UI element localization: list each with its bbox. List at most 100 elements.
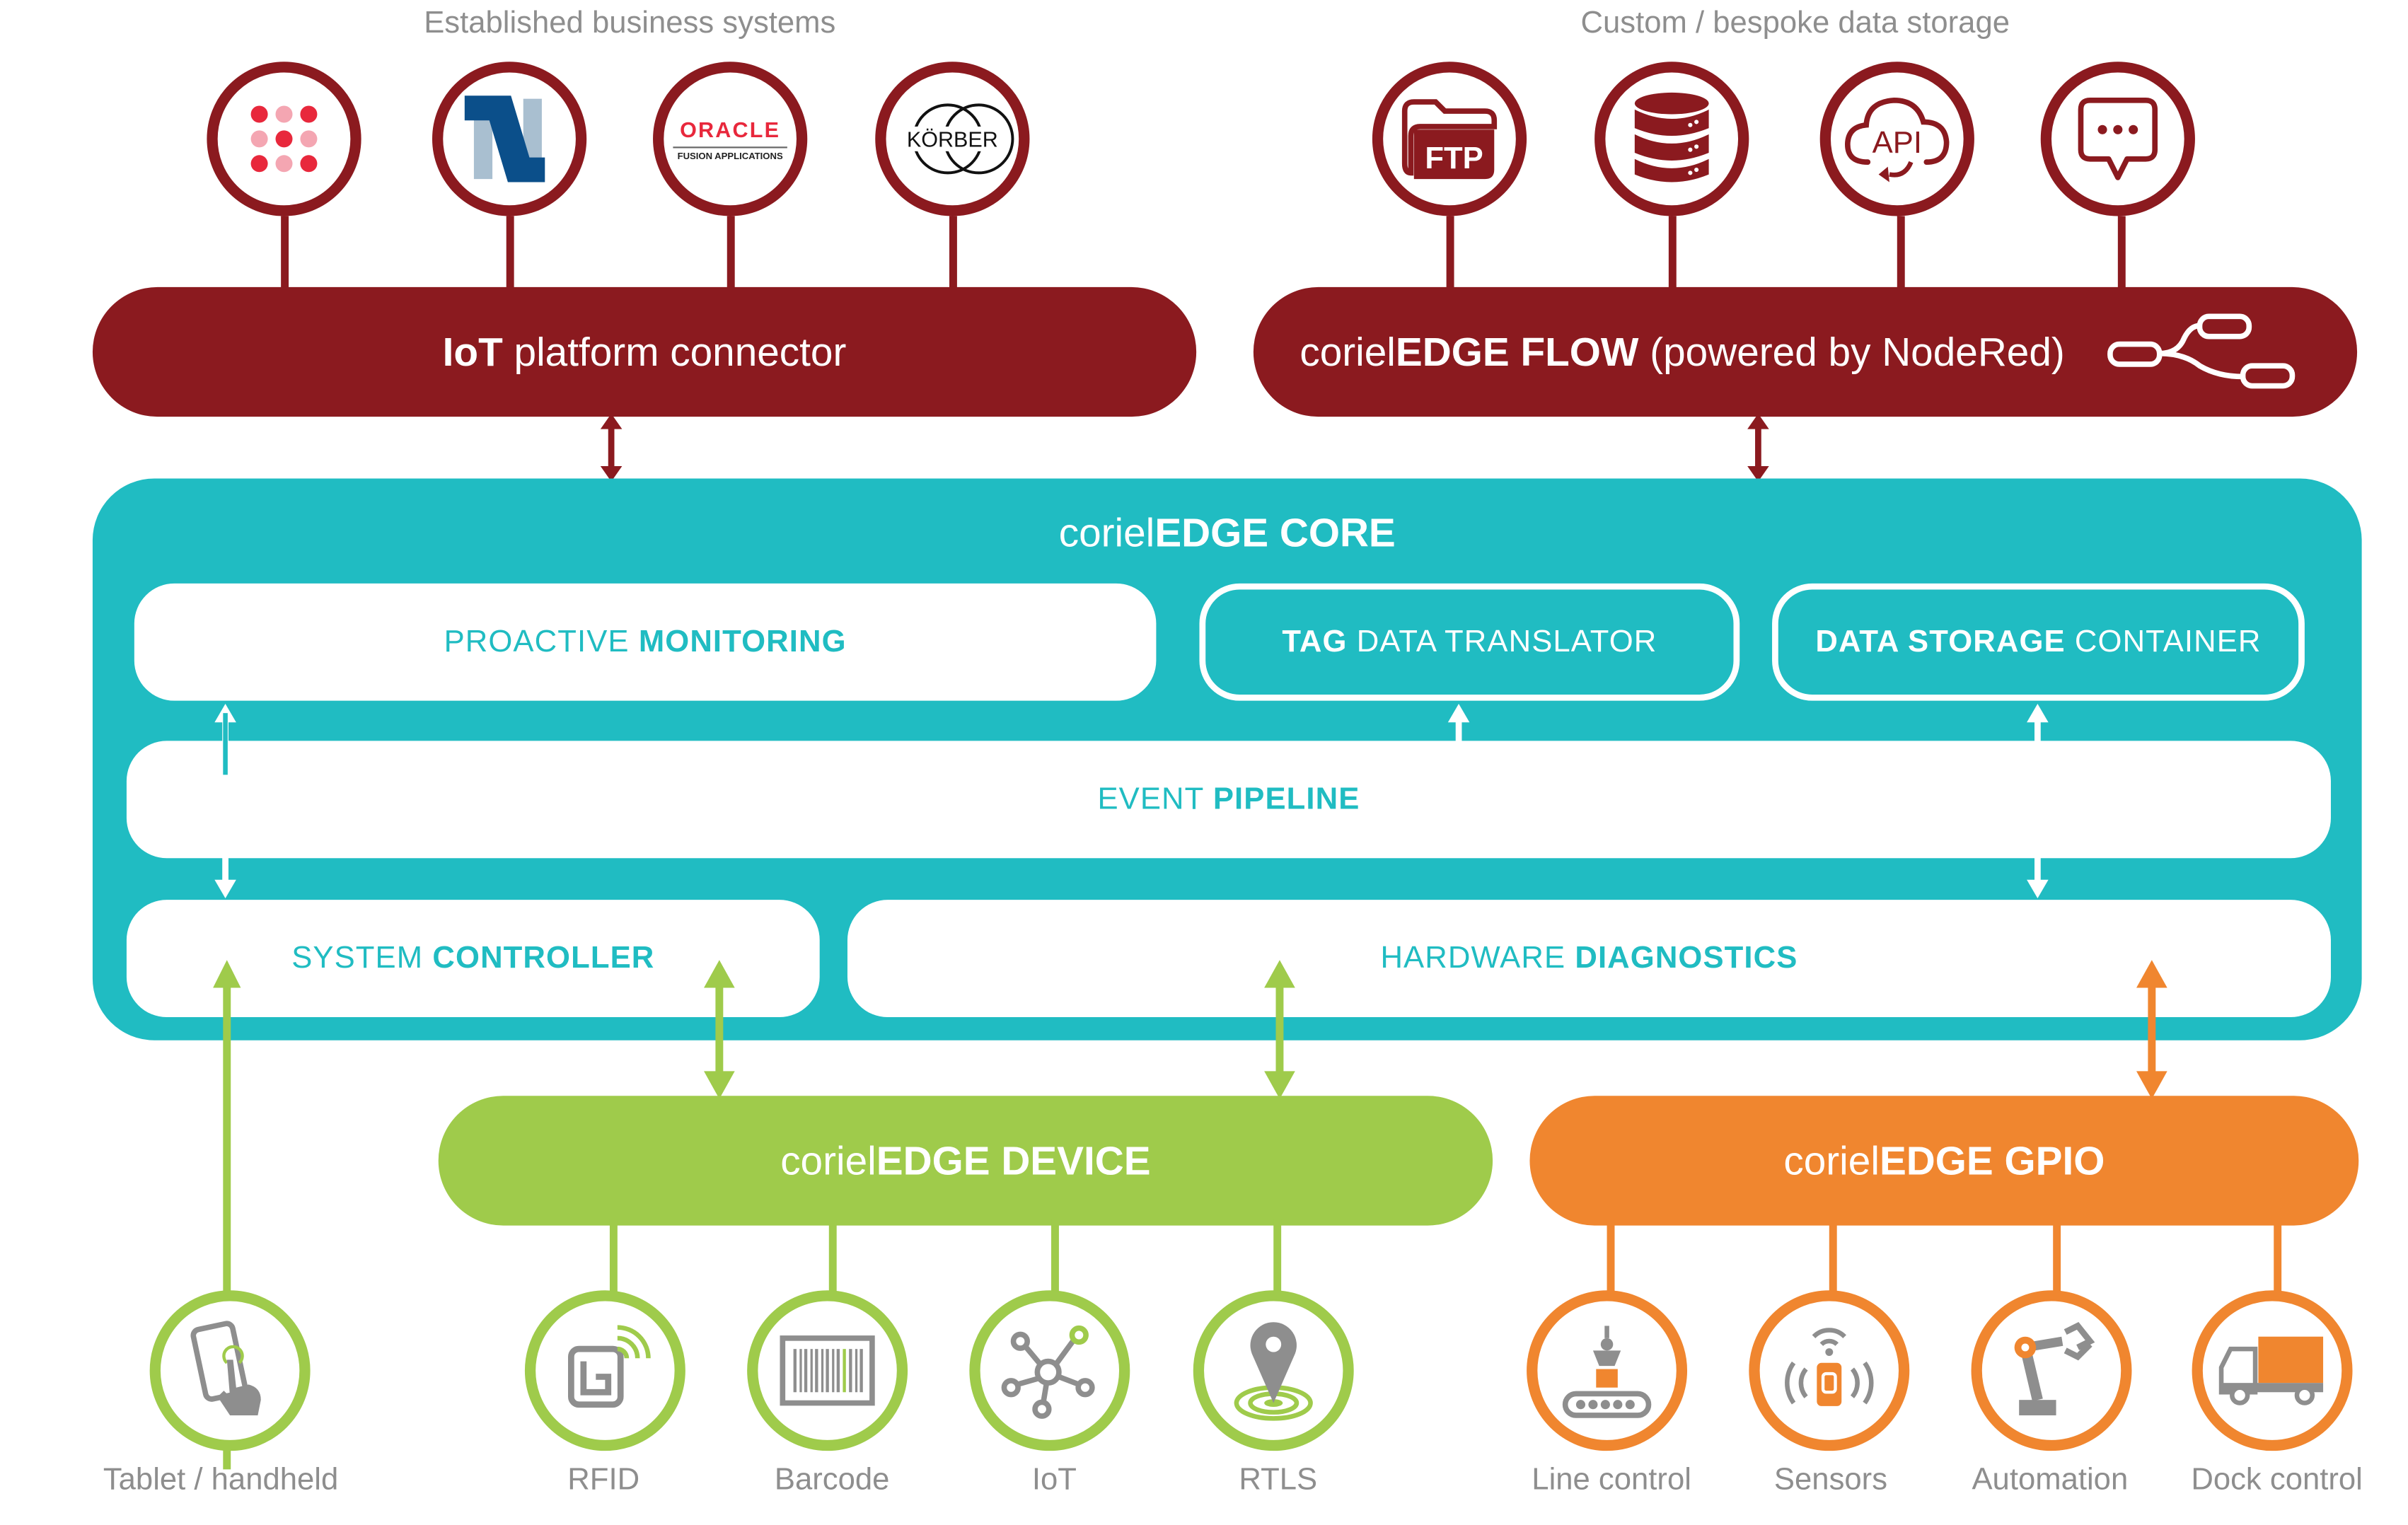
bidirectional-arrow bbox=[2027, 818, 2049, 898]
module-text: PROACTIVE bbox=[444, 624, 639, 659]
flow-bold: EDGE FLOW bbox=[1395, 327, 1639, 375]
bidirectional-arrow bbox=[2136, 960, 2167, 1099]
device-prefix: coriel bbox=[780, 1137, 876, 1183]
connector-line bbox=[2053, 1219, 2061, 1294]
iot-connector-text: platform connector bbox=[502, 327, 847, 375]
core-title-bold: EDGE CORE bbox=[1154, 509, 1396, 556]
node-flow-icon bbox=[2107, 313, 2296, 389]
dock-control-node bbox=[2192, 1290, 2353, 1451]
korber-logo: KÖRBER bbox=[905, 126, 1000, 151]
module-text-bold: MONITORING bbox=[638, 624, 847, 659]
sensors-node bbox=[1749, 1290, 1910, 1451]
netsuite-logo bbox=[464, 95, 545, 182]
gpio-prefix: coriel bbox=[1783, 1137, 1880, 1183]
module-text-bold: CONTROLLER bbox=[432, 940, 655, 975]
iot-node bbox=[969, 1290, 1130, 1451]
connector-line bbox=[1446, 216, 1454, 294]
database-node bbox=[1594, 62, 1749, 216]
sensor-icon bbox=[1785, 1328, 1874, 1406]
connector-line bbox=[1829, 1219, 1837, 1294]
endpoint-label: RTLS bbox=[1239, 1463, 1318, 1497]
proactive-monitoring-module: PROACTIVE MONITORING bbox=[134, 583, 1157, 701]
tablet-node bbox=[149, 1290, 311, 1451]
connector-line bbox=[2274, 1219, 2282, 1294]
api-node: API bbox=[1819, 62, 1974, 216]
module-text: CONTAINER bbox=[2065, 624, 2262, 659]
automation-node bbox=[1971, 1290, 2132, 1451]
connector-line bbox=[1607, 1219, 1615, 1294]
module-text: EVENT bbox=[1097, 782, 1213, 816]
edge-flow-connector: corielEDGE FLOW (powered by NodeRed) bbox=[1253, 286, 2358, 417]
database-icon bbox=[1634, 92, 1709, 182]
conveyor-icon bbox=[1562, 1326, 1652, 1418]
oracle-subtext: FUSION APPLICATIONS bbox=[677, 151, 783, 162]
robot-arm-icon bbox=[2014, 1321, 2095, 1415]
module-text: DATA TRANSLATOR bbox=[1347, 624, 1657, 659]
ftp-text: FTP bbox=[1425, 141, 1483, 175]
bidirectional-arrow bbox=[600, 413, 623, 482]
connector-line bbox=[281, 216, 289, 294]
bidirectional-arrow bbox=[214, 818, 236, 898]
edge-core: corielEDGE CORE PROACTIVE MONITORING TAG… bbox=[92, 478, 2362, 1040]
rfid-node bbox=[524, 1290, 685, 1451]
edge-device-bar: corielEDGE DEVICE bbox=[438, 1096, 1493, 1226]
barcode-node bbox=[747, 1290, 908, 1451]
oracle-logo-node: ORACLE FUSION APPLICATIONS bbox=[653, 62, 808, 216]
rtls-node bbox=[1193, 1290, 1354, 1451]
core-title: corielEDGE CORE bbox=[93, 509, 2362, 557]
event-pipeline-module: EVENT PIPELINE bbox=[126, 741, 2331, 859]
truck-icon bbox=[2218, 1336, 2324, 1405]
module-text-bold: DIAGNOSTICS bbox=[1575, 940, 1798, 975]
endpoint-label: Tablet / handheld bbox=[103, 1463, 339, 1497]
connector-line bbox=[506, 216, 514, 294]
endpoint-label: Sensors bbox=[1773, 1463, 1888, 1497]
device-bold: EDGE DEVICE bbox=[876, 1137, 1151, 1183]
system-controller-module: SYSTEM CONTROLLER bbox=[126, 900, 820, 1018]
module-text-bold: PIPELINE bbox=[1212, 782, 1360, 816]
endpoint-label: RFID bbox=[567, 1463, 640, 1497]
bidirectional-arrow bbox=[2027, 704, 2049, 784]
connector-line bbox=[1051, 1219, 1059, 1294]
netsuite-logo-node bbox=[432, 62, 587, 216]
module-text: HARDWARE bbox=[1380, 940, 1575, 975]
bidirectional-arrow bbox=[1264, 960, 1295, 1099]
bidirectional-arrow bbox=[704, 960, 735, 1099]
iot-connector-bold: IoT bbox=[442, 327, 503, 375]
endpoint-label: Automation bbox=[1972, 1463, 2129, 1497]
oracle-divider bbox=[673, 146, 787, 148]
chat-node bbox=[2040, 62, 2195, 216]
edge-gpio-bar: corielEDGE GPIO bbox=[1529, 1096, 2359, 1226]
established-systems-title: Established business systems bbox=[424, 6, 836, 40]
dot-grid-logo-node bbox=[207, 62, 361, 216]
flow-text: (powered by NodeRed) bbox=[1638, 327, 2065, 375]
tablet-touch-icon bbox=[190, 1321, 261, 1415]
bidirectional-arrow bbox=[1747, 413, 1769, 482]
chat-bubble-icon bbox=[2078, 98, 2158, 180]
connector-line bbox=[727, 216, 735, 294]
rfid-icon bbox=[568, 1325, 651, 1408]
bidirectional-arrow bbox=[223, 713, 228, 775]
connector-line bbox=[1897, 216, 1905, 294]
endpoint-label: Line control bbox=[1532, 1463, 1691, 1497]
connector-line bbox=[949, 216, 957, 294]
line-control-node bbox=[1527, 1290, 1688, 1451]
endpoint-label: Dock control bbox=[2191, 1463, 2363, 1497]
custom-storage-title: Custom / bespoke data storage bbox=[1580, 6, 2010, 40]
gpio-bold: EDGE GPIO bbox=[1879, 1137, 2105, 1183]
endpoint-label: Barcode bbox=[774, 1463, 890, 1497]
dot-grid-logo bbox=[250, 105, 318, 173]
korber-logo-node: KÖRBER bbox=[875, 62, 1030, 216]
location-pin-icon bbox=[1234, 1322, 1313, 1421]
api-cloud-icon: API bbox=[1845, 98, 1950, 182]
bidirectional-arrow bbox=[1447, 704, 1470, 784]
connector-line bbox=[1668, 216, 1677, 294]
oracle-logo: ORACLE bbox=[680, 116, 781, 141]
iot-platform-connector: IoT platform connector bbox=[92, 286, 1197, 417]
connector-line bbox=[828, 1219, 837, 1294]
api-text: API bbox=[1872, 125, 1922, 160]
ftp-folder-icon: FTP bbox=[1401, 99, 1498, 180]
ftp-node: FTP bbox=[1372, 62, 1527, 216]
tag-data-translator-module: TAG DATA TRANSLATOR bbox=[1199, 583, 1740, 701]
barcode-icon bbox=[780, 1335, 875, 1406]
